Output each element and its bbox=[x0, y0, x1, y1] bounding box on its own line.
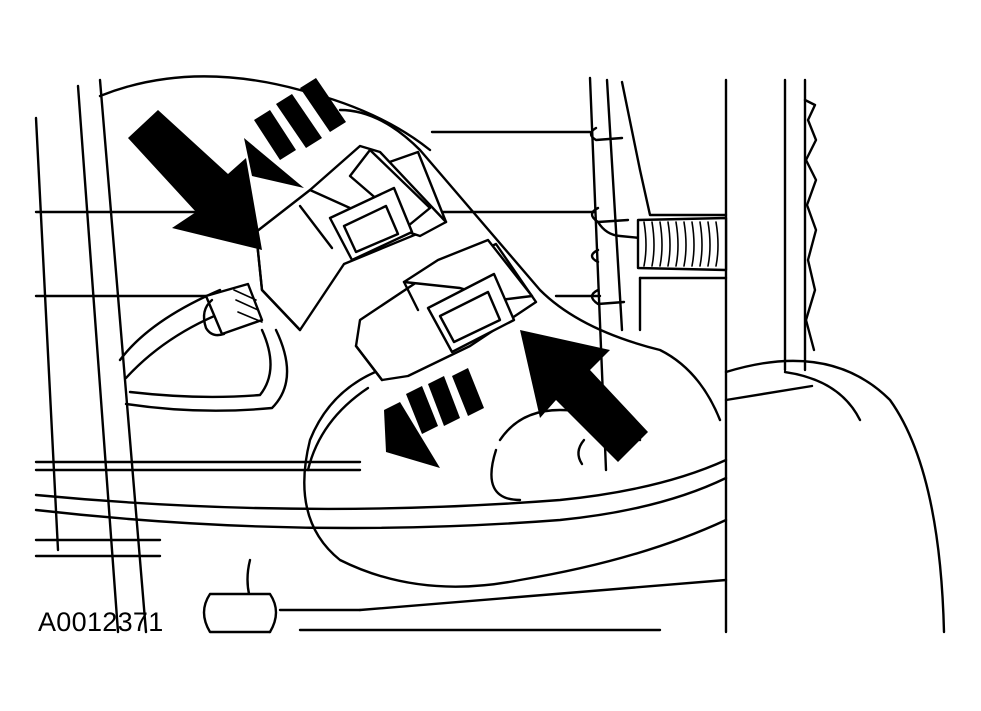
arrow-icon bbox=[520, 330, 648, 462]
direction-arrow-icon bbox=[384, 368, 484, 468]
electrical-connector-lower bbox=[354, 238, 538, 382]
figure-id-label: A0012371 bbox=[38, 607, 164, 637]
arrow-icon bbox=[128, 110, 262, 250]
seat-frame bbox=[34, 75, 946, 634]
wiring-harness bbox=[34, 288, 728, 634]
tension-spring bbox=[589, 126, 728, 306]
connector-wires bbox=[202, 282, 264, 337]
direction-arrow-icon bbox=[244, 78, 346, 188]
electrical-connector-upper bbox=[254, 144, 448, 332]
adjuster-knob bbox=[202, 592, 362, 634]
